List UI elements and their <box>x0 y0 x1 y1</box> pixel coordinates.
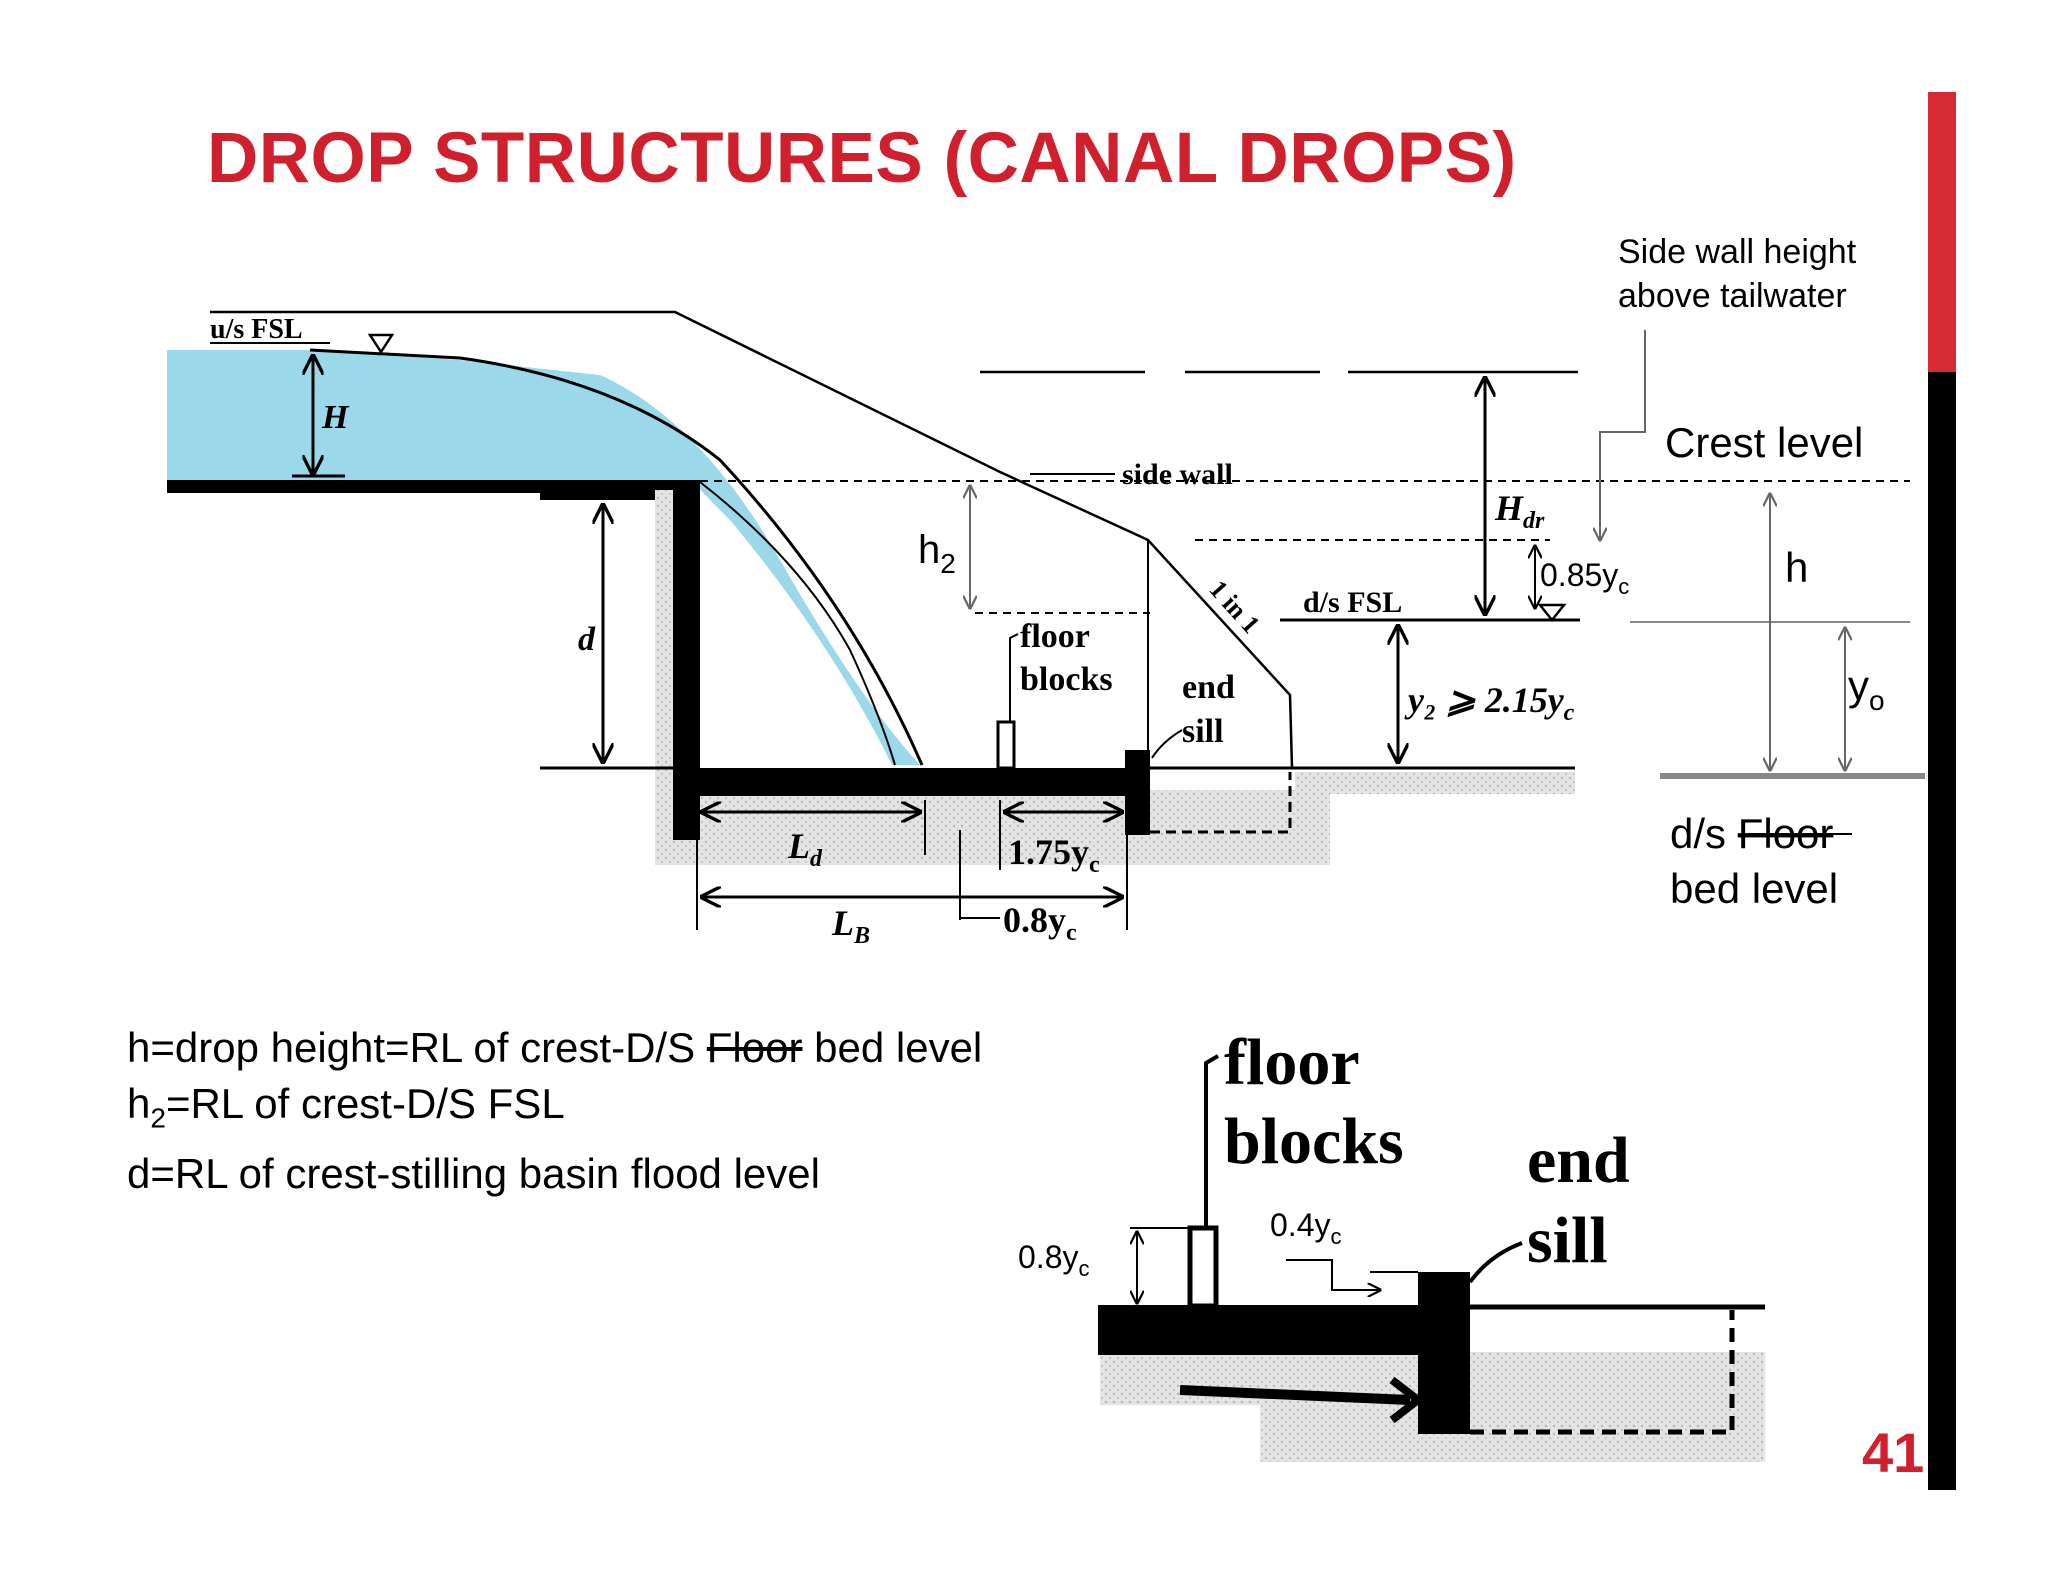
upstream-water <box>167 350 920 765</box>
zoom-floor <box>1098 1305 1428 1355</box>
nappe-lower <box>699 481 896 766</box>
side-wall-note-leader <box>1600 330 1646 540</box>
side-wall-outline <box>210 310 1294 769</box>
y2-rule-label: y₂ ⩾ 2.15yc <box>1404 680 1575 726</box>
LB-label: LB <box>831 903 870 949</box>
accent-bar-red <box>1928 92 1956 372</box>
dim-08-label: 0.8yc <box>1003 900 1077 946</box>
h2-label: h2 <box>918 528 956 579</box>
zoom-08-label: 0.8yc <box>1018 1239 1089 1281</box>
side-wall-note-1: Side wall height <box>1618 233 1857 271</box>
definition-h2: h2=RL of crest-D/S FSL <box>127 1080 565 1134</box>
definition-h: h=drop height=RL of crest-D/S Floor bed … <box>127 1024 983 1071</box>
end-sill-label-2: sill <box>1182 713 1224 750</box>
zoom-inset: floor blocks end sill 0.8yc 0.4yc <box>1018 1026 1765 1465</box>
Ld-label: Ld <box>787 826 823 872</box>
side-wall-label: side wall <box>1122 458 1233 491</box>
zoom-floor-label: floor <box>1224 1026 1360 1099</box>
us-fsl-triangle <box>367 333 395 355</box>
floor-blocks-label-1: floor <box>1020 618 1090 655</box>
end-sill <box>1125 750 1150 835</box>
basin-floor <box>673 768 1143 796</box>
zoom-arrow-shaft <box>1179 1385 1411 1405</box>
zoom-sill-label: sill <box>1527 1204 1608 1277</box>
definitions: h=drop height=RL of crest-D/S Floor bed … <box>127 1020 982 1202</box>
dim-08-leader <box>959 897 1000 919</box>
zoom-cutoff <box>1470 1310 1735 1435</box>
dim-175-label: 1.75yc <box>1008 832 1100 878</box>
side-wall-note-2: above tailwater <box>1618 277 1847 315</box>
us-fsl-label: u/s FSL <box>210 314 303 345</box>
ds-fsl-label: d/s FSL <box>1303 586 1402 619</box>
zoom-04-leader <box>1286 1259 1380 1290</box>
d-label: d <box>578 621 596 658</box>
end-sill-leader <box>1151 729 1183 759</box>
zoom-floor-block <box>1187 1225 1219 1309</box>
slide-title: DROP STRUCTURES (CANAL DROPS) <box>207 119 1517 198</box>
h-label: h <box>1785 544 1808 591</box>
zoom-floor-blocks-leader <box>1204 1054 1220 1228</box>
zoom-sill-leader <box>1468 1241 1523 1284</box>
H-label: H <box>321 399 350 436</box>
floor-block <box>996 720 1016 770</box>
definition-d: d=RL of crest-stilling basin flood level <box>127 1150 820 1198</box>
freeboard-label: 0.85yc <box>1540 557 1629 599</box>
end-sill-label-1: end <box>1182 669 1235 706</box>
cutoff-dashed <box>1150 772 1292 834</box>
floor-blocks-label-2: blocks <box>1020 661 1113 698</box>
nappe-upper <box>309 348 924 766</box>
ds-fsl-triangle <box>1537 603 1567 623</box>
ds-bed-label-2: bed level <box>1670 865 1838 912</box>
stipple-right <box>1295 772 1575 794</box>
zoom-end-sill <box>1418 1272 1470 1434</box>
Hdr-label: Hdr <box>1494 488 1545 534</box>
zoom-end-label: end <box>1527 1124 1630 1197</box>
slope-label: 1 in 1 <box>1204 575 1266 640</box>
accent-bar-black <box>1928 372 1956 1490</box>
yo-label: yo <box>1848 662 1885 716</box>
page-number: 41 <box>1862 1421 1925 1484</box>
zoom-arrow-head <box>1389 1376 1425 1424</box>
zoom-04-label: 0.4yc <box>1270 1207 1341 1249</box>
floor-blocks-leader <box>1009 633 1019 722</box>
zoom-blocks-label: blocks <box>1224 1105 1404 1178</box>
zoom-white-mask <box>1100 1405 1260 1465</box>
crest-level-label: Crest level <box>1665 419 1863 466</box>
